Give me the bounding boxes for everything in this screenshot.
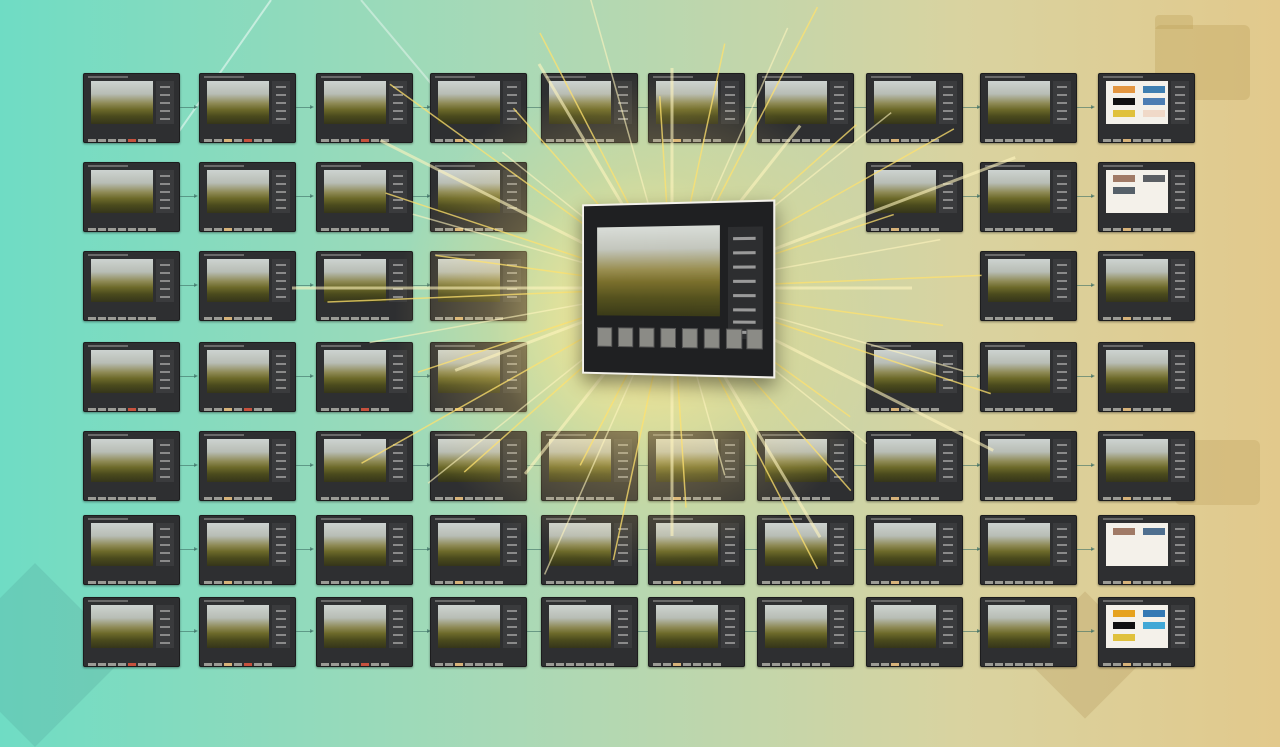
landscape-photo (597, 225, 720, 316)
featured-editor-window[interactable] (582, 199, 775, 378)
collage-stage (0, 0, 1280, 720)
filmstrip (593, 327, 760, 360)
adjustments-panel (728, 226, 763, 339)
